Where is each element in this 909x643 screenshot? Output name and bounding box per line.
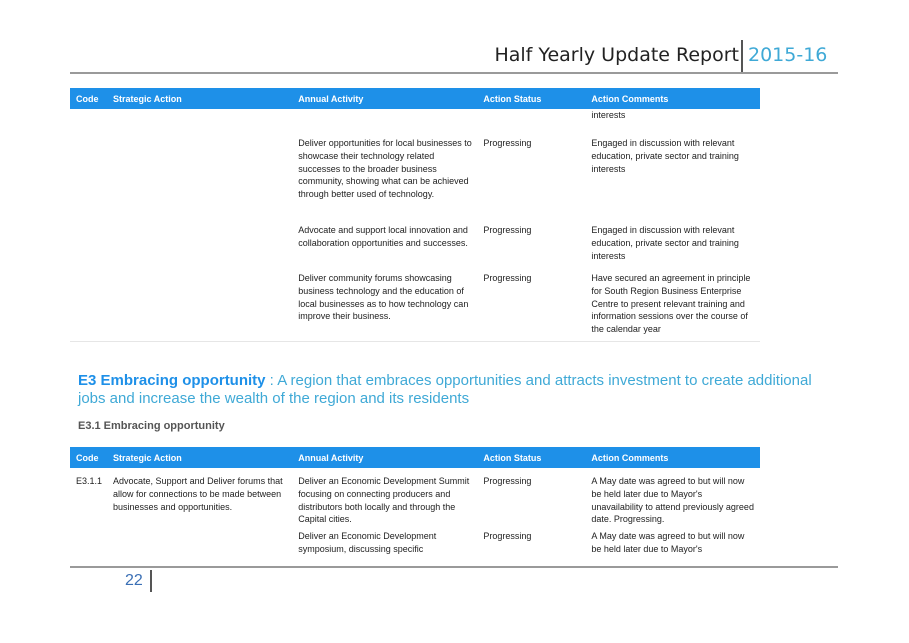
cell-code	[70, 224, 107, 272]
section-heading: E3 Embracing opportunity : A region that…	[78, 372, 838, 408]
cell-strategic	[107, 109, 292, 137]
cell-comments: A May date was agreed to but will now be…	[591, 531, 745, 554]
cell-status: Progressing	[483, 225, 532, 235]
report-title: Half Yearly Update Report	[494, 44, 739, 66]
table-row: E3.1.1 Advocate, Support and Deliver for…	[70, 468, 760, 530]
cell-status: Progressing	[483, 138, 532, 148]
col-action-status: Action Status	[477, 447, 586, 468]
cell-strategic	[107, 530, 292, 560]
cell-strategic	[107, 137, 292, 224]
table-row: Deliver opportunities for local business…	[70, 137, 760, 224]
footer-divider	[150, 570, 152, 592]
cell-code	[70, 137, 107, 224]
cell-status: Progressing	[483, 476, 532, 486]
page-number: 22	[125, 572, 143, 589]
cell-comments: Have secured an agreement in principle f…	[591, 273, 751, 335]
cell-status: Progressing	[483, 531, 532, 541]
cell-activity: Deliver an Economic Development Summit f…	[298, 476, 470, 525]
col-strategic-action: Strategic Action	[107, 447, 293, 468]
col-action-comments: Action Comments	[585, 447, 760, 468]
section-description: : A region that embraces opportunities a…	[78, 372, 812, 407]
cell-comments: Engaged in discussion with relevant educ…	[591, 225, 739, 261]
cell-activity: Deliver community forums showcasing busi…	[298, 273, 469, 322]
cell-activity: Deliver an Economic Development symposiu…	[298, 531, 437, 554]
actions-table-continued: Code Strategic Action Annual Activity Ac…	[70, 88, 760, 336]
header-divider	[741, 40, 743, 72]
cell-comments: interests	[591, 110, 626, 120]
subsection-heading: E3.1 Embracing opportunity	[78, 420, 225, 432]
table-row: Advocate and support local innovation an…	[70, 224, 760, 272]
cell-code	[70, 272, 107, 336]
col-action-status: Action Status	[477, 88, 586, 109]
col-action-comments: Action Comments	[585, 88, 760, 109]
actions-table: Code Strategic Action Annual Activity Ac…	[70, 447, 760, 560]
cell-activity: Advocate and support local innovation an…	[298, 225, 468, 248]
cell-activity	[292, 109, 477, 137]
cell-code	[70, 530, 107, 560]
cell-strategic	[107, 224, 292, 272]
cell-code	[70, 109, 107, 137]
cell-code: E3.1.1	[76, 476, 103, 486]
report-year: 2015-16	[748, 44, 828, 66]
table-bottom-rule	[70, 341, 760, 342]
col-strategic-action: Strategic Action	[107, 88, 293, 109]
cell-comments: A May date was agreed to but will now be…	[591, 476, 754, 525]
col-code: Code	[70, 447, 108, 468]
section-title: E3 Embracing opportunity	[78, 372, 266, 389]
table-header-row: Code Strategic Action Annual Activity Ac…	[70, 88, 760, 109]
cell-strategic: Advocate, Support and Deliver forums tha…	[113, 476, 283, 512]
col-annual-activity: Annual Activity	[292, 88, 478, 109]
cell-comments: Engaged in discussion with relevant educ…	[591, 138, 739, 174]
col-annual-activity: Annual Activity	[292, 447, 478, 468]
cell-status	[477, 109, 585, 137]
header-rule	[70, 72, 838, 74]
cell-activity: Deliver opportunities for local business…	[298, 138, 472, 200]
cell-status: Progressing	[483, 273, 532, 283]
table-row: Deliver an Economic Development symposiu…	[70, 530, 760, 560]
table-row: Deliver community forums showcasing busi…	[70, 272, 760, 336]
table-row: interests	[70, 109, 760, 137]
footer-rule	[70, 566, 838, 568]
col-code: Code	[70, 88, 108, 109]
table-header-row: Code Strategic Action Annual Activity Ac…	[70, 447, 760, 468]
cell-strategic	[107, 272, 292, 336]
